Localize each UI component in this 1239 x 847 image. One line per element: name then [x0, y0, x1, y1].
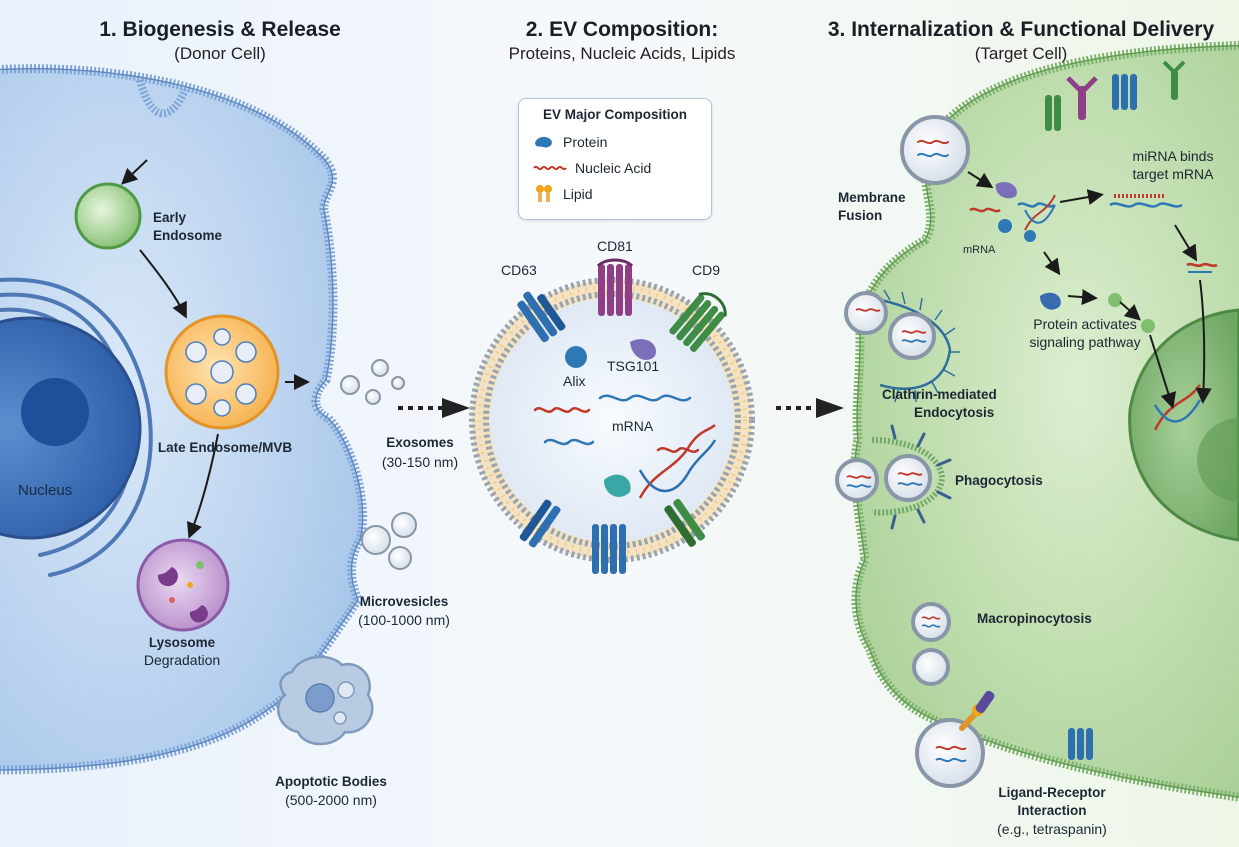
early-endosome-label-2: Endosome — [153, 228, 223, 243]
ligand-receptor-complex — [915, 690, 1093, 788]
mirna-binds-label-2: target mRNA — [1132, 166, 1214, 182]
panel-3-subtitle: (Target Cell) — [974, 44, 1068, 63]
flow-arrow-2 — [776, 398, 844, 418]
panel-2-subtitle: Proteins, Nucleic Acids, Lipids — [508, 44, 736, 63]
phagocytosis-label: Phagocytosis — [955, 473, 1043, 488]
cargo-protein — [604, 474, 631, 497]
clathrin-label-2: Endocytosis — [914, 405, 995, 420]
alix-label: Alix — [563, 373, 586, 389]
target-nucleolus — [1197, 418, 1239, 502]
fusing-ev — [900, 115, 970, 185]
lysosome-label-2: Degradation — [143, 652, 221, 668]
legend-label-lipid: Lipid — [563, 186, 593, 202]
clathrin-label-1: Clathrin-mediated — [882, 387, 997, 402]
flow-arrow-1 — [398, 398, 470, 418]
donor-cell — [0, 64, 417, 775]
late-endosome-label: Late Endosome/MVB — [157, 440, 293, 455]
clathrin-pit — [879, 289, 960, 403]
early-endosome-label-1: Early — [153, 210, 187, 225]
legend-item-nucleic-acid: Nucleic Acid — [533, 157, 651, 179]
legend-title: EV Major Composition — [542, 107, 687, 122]
membrane-fusion-label-2: Fusion — [838, 208, 883, 223]
macropinosome — [911, 602, 951, 686]
intraluminal-vesicles — [185, 328, 257, 417]
microvesicles-label-2: (100-1000 nm) — [358, 612, 450, 628]
protein-icon — [535, 136, 552, 148]
membrane-fusion-label-1: Membrane — [838, 190, 906, 205]
fusing-ev-rna — [917, 139, 949, 158]
nucleus-label: Nucleus — [18, 482, 73, 499]
lipid-icon — [536, 185, 552, 202]
approaching-ev-1 — [844, 291, 888, 335]
lysosome-label-1: Lysosome — [148, 635, 216, 650]
tsg101-protein — [630, 339, 656, 360]
pathway-arrows — [121, 159, 310, 539]
signal-arrows — [967, 171, 1212, 409]
cd9-label: CD9 — [692, 262, 721, 278]
nucleic-acid-icon — [533, 165, 567, 171]
microvesicles-label-1: Microvesicles — [359, 594, 449, 609]
cd63-label: CD63 — [501, 262, 537, 278]
cd81-protein — [596, 258, 634, 316]
cd63-protein — [517, 291, 566, 343]
macropinocytosis-label: Macropinocytosis — [977, 611, 1092, 626]
mirna-binds-label-1: miRNA binds — [1132, 148, 1214, 164]
protein-activates-label-2: signaling pathway — [1029, 334, 1141, 350]
released-microvesicles — [361, 512, 417, 570]
composition-legend: EV Major Composition Protein Nucleic Aci… — [518, 98, 712, 220]
nucleolus — [21, 378, 89, 446]
approaching-ev-2 — [835, 458, 879, 502]
ligand-receptor-label-2: Interaction — [1017, 803, 1087, 818]
alix-protein — [565, 346, 587, 368]
released-exosomes — [340, 359, 405, 405]
bottom-tetraspanins — [519, 498, 706, 574]
membrane-invagination — [136, 78, 189, 118]
protein-activates-label-1: Protein activates — [1033, 316, 1137, 332]
legend-item-lipid: Lipid — [533, 183, 593, 205]
cargo-rna — [533, 394, 700, 453]
extracellular-vesicle — [469, 258, 755, 574]
lysosome-organelle — [136, 538, 230, 632]
panel-2-title: 2. EV Composition: — [525, 18, 719, 41]
legend-item-protein: Protein — [533, 131, 607, 153]
surface-receptors — [1045, 60, 1186, 131]
cargo-dna — [638, 424, 717, 499]
exosomes-label-1: Exosomes — [386, 435, 454, 450]
ligand-receptor-label-3: (e.g., tetraspanin) — [997, 821, 1107, 837]
panel-3-title: 3. Internalization & Functional Delivery — [827, 18, 1215, 41]
exosomes-label-2: (30-150 nm) — [381, 454, 459, 470]
panel-1-subtitle: (Donor Cell) — [174, 44, 266, 63]
donor-cell-membrane — [0, 67, 364, 771]
cd9-protein — [669, 292, 727, 352]
legend-label-nucleic-acid: Nucleic Acid — [575, 160, 652, 176]
legend-label-protein: Protein — [563, 134, 608, 150]
apoptotic-bodies-label-1: Apoptotic Bodies — [275, 774, 387, 789]
ev-mrna-label: mRNA — [612, 418, 654, 434]
target-cell — [835, 41, 1239, 802]
released-cargo — [969, 182, 1218, 431]
target-mrna-label: mRNA — [963, 244, 996, 256]
cd81-label: CD81 — [597, 238, 633, 254]
phagocytosis-cup — [871, 424, 952, 530]
ligand-receptor-label-1: Ligand-Receptor — [998, 785, 1106, 800]
apoptotic-body — [276, 655, 374, 746]
apoptotic-bodies-label-2: (500-2000 nm) — [285, 792, 377, 808]
early-endosome-organelle — [74, 182, 142, 250]
tsg101-label: TSG101 — [607, 358, 660, 374]
panel-1-title: 1. Biogenesis & Release — [99, 18, 341, 41]
lysosome-debris — [157, 561, 208, 623]
